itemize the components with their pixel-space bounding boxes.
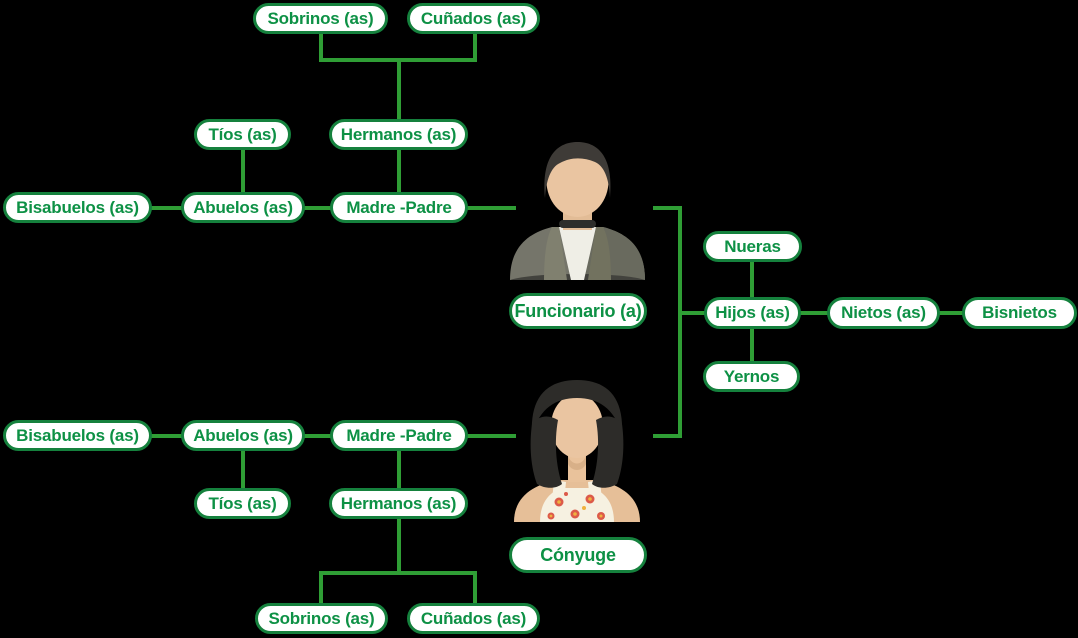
connector-line [397, 149, 401, 194]
connector-line [466, 434, 516, 438]
connector-line [653, 434, 682, 438]
node-bisnietos: Bisnietos [962, 297, 1077, 329]
node-abuelos-employee: Abuelos (as) [181, 192, 305, 223]
connector-line [241, 450, 245, 490]
female-person-icon [514, 380, 640, 522]
connector-line [473, 32, 477, 62]
connector-line [750, 327, 754, 362]
connector-line [680, 311, 705, 315]
node-bisabuelos-employee: Bisabuelos (as) [3, 192, 152, 223]
spouse-avatar [502, 376, 652, 522]
node-cunados-employee: Cuñados (as) [407, 3, 540, 34]
node-bisabuelos-spouse: Bisabuelos (as) [3, 420, 152, 451]
node-nietos: Nietos (as) [827, 297, 940, 329]
connector-line [750, 260, 754, 298]
node-abuelos-spouse: Abuelos (as) [181, 420, 305, 451]
connector-line [397, 58, 401, 119]
connector-line [319, 571, 477, 575]
node-cunados-spouse: Cuñados (as) [407, 603, 540, 634]
connector-line [319, 32, 323, 62]
node-conyuge: Cónyuge [509, 537, 647, 573]
node-hermanos-employee: Hermanos (as) [329, 119, 468, 150]
connector-line [466, 206, 516, 210]
node-madre-padre-employee: Madre -Padre [330, 192, 468, 223]
male-person-icon [510, 142, 645, 280]
connector-line [241, 149, 245, 194]
connector-line [150, 434, 183, 438]
connector-line [939, 311, 963, 315]
node-tios-employee: Tíos (as) [194, 119, 291, 150]
connector-line [397, 450, 401, 490]
node-funcionario: Funcionario (a) [509, 293, 647, 329]
node-hijos: Hijos (as) [704, 297, 801, 329]
connector-line [678, 206, 682, 438]
connector-line [150, 206, 183, 210]
node-yernos: Yernos [703, 361, 800, 392]
connector-line [303, 434, 332, 438]
connector-line [303, 206, 332, 210]
employee-avatar [505, 136, 650, 280]
connector-line [653, 206, 682, 210]
node-nueras: Nueras [703, 231, 802, 262]
connector-line [799, 311, 828, 315]
node-sobrinos-employee: Sobrinos (as) [253, 3, 388, 34]
node-hermanos-spouse: Hermanos (as) [329, 488, 468, 519]
connector-line [319, 571, 323, 604]
node-madre-padre-spouse: Madre -Padre [330, 420, 468, 451]
node-sobrinos-spouse: Sobrinos (as) [255, 603, 388, 634]
connector-line [473, 571, 477, 604]
node-tios-spouse: Tíos (as) [194, 488, 291, 519]
connector-line [397, 517, 401, 575]
